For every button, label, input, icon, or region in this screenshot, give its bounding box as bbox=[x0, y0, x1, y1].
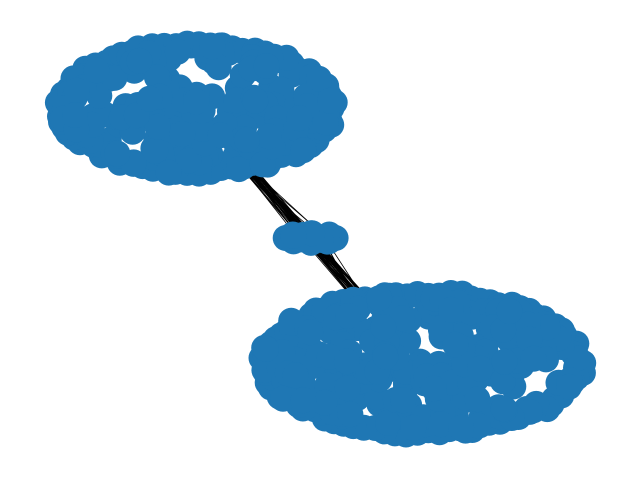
graph-node bbox=[305, 65, 332, 92]
graph-node bbox=[489, 368, 516, 395]
graph-node bbox=[270, 385, 296, 412]
graph-node bbox=[143, 64, 170, 91]
graph-node bbox=[334, 375, 361, 402]
graph-node bbox=[556, 373, 582, 400]
cluster-middle bbox=[272, 220, 349, 256]
graph-node bbox=[516, 326, 543, 353]
graph-node bbox=[155, 159, 182, 186]
graph-node bbox=[297, 319, 324, 346]
graph-node bbox=[312, 109, 339, 136]
graph-node bbox=[205, 54, 232, 81]
graph-node bbox=[62, 102, 88, 128]
graph-node bbox=[63, 77, 90, 104]
graph-node bbox=[199, 33, 226, 60]
graph-node bbox=[442, 331, 469, 358]
graph-node bbox=[390, 387, 417, 414]
graph-node bbox=[290, 387, 317, 414]
graph-node bbox=[438, 296, 464, 323]
graph-node bbox=[175, 147, 202, 174]
cluster-lower-right bbox=[248, 280, 597, 448]
graph-node bbox=[311, 389, 338, 416]
graph-node bbox=[136, 85, 163, 112]
graph-node bbox=[372, 343, 399, 370]
graph-node bbox=[420, 375, 447, 402]
graph-node bbox=[375, 409, 401, 436]
graph-node bbox=[169, 121, 196, 147]
graph-node bbox=[337, 401, 364, 428]
graph-node bbox=[253, 335, 279, 362]
graph-node bbox=[207, 122, 234, 149]
graph-node bbox=[164, 38, 191, 65]
graph-node bbox=[496, 298, 523, 325]
nodes-layer bbox=[44, 30, 597, 448]
graph-node bbox=[142, 138, 169, 164]
graph-node bbox=[464, 386, 491, 413]
cluster-upper-left bbox=[44, 30, 348, 187]
graph-node bbox=[253, 53, 280, 79]
graph-node bbox=[83, 57, 110, 84]
graph-node bbox=[290, 137, 317, 164]
graph-node bbox=[233, 126, 260, 153]
graph-node bbox=[427, 411, 454, 438]
graph-node bbox=[225, 156, 252, 183]
graph-node bbox=[448, 414, 475, 441]
graph-node bbox=[286, 105, 313, 132]
graph-node bbox=[366, 285, 393, 312]
graph-node bbox=[144, 113, 171, 140]
graph-node bbox=[335, 303, 362, 329]
graph-node bbox=[370, 314, 397, 341]
graph-node bbox=[534, 314, 561, 341]
graph-node bbox=[491, 348, 518, 375]
graph-node bbox=[400, 414, 427, 441]
graph-node bbox=[126, 47, 153, 74]
graph-node bbox=[183, 88, 210, 115]
graph-node bbox=[255, 123, 282, 150]
graph-node bbox=[282, 362, 309, 389]
graph-node bbox=[520, 345, 547, 372]
graph-node bbox=[242, 87, 269, 114]
graph-node bbox=[467, 355, 493, 382]
graph-node bbox=[104, 140, 131, 167]
graph-node bbox=[280, 222, 307, 249]
graph-node bbox=[490, 395, 517, 422]
graph-node bbox=[317, 87, 344, 114]
graph-node bbox=[333, 348, 360, 375]
